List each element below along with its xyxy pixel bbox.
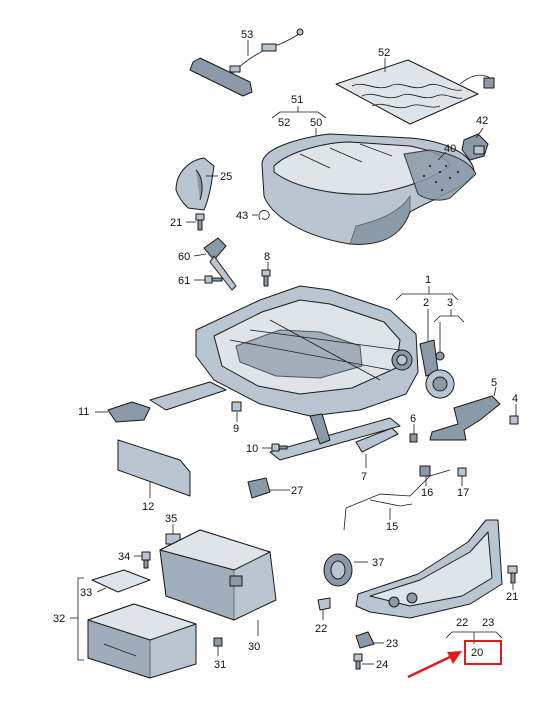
callout-60: 60 (178, 251, 190, 263)
callout-43: 43 (236, 210, 248, 222)
part-21-screw-right (507, 565, 518, 584)
callout-50: 50 (310, 117, 322, 129)
part-52-heating-mat (335, 59, 495, 125)
callout-16: 16 (421, 487, 433, 499)
part-42-connector (461, 133, 489, 161)
part-31-clip (213, 637, 223, 647)
callout-53: 53 (241, 29, 253, 41)
part-1-seat-frame (149, 285, 419, 461)
part-5-lever-bracket (429, 395, 501, 441)
callout-21-right: 21 (506, 591, 518, 603)
callout-11: 11 (78, 406, 89, 418)
part-40-foam-insert (403, 149, 477, 201)
callout-5: 5 (491, 377, 497, 389)
part-23-clip (355, 631, 375, 649)
callout-6: 6 (410, 413, 416, 425)
part-10-bolt (271, 443, 288, 452)
part-15-cable (343, 469, 451, 531)
part-8-bolt (261, 269, 271, 287)
callout-22-right: 22 (456, 617, 468, 629)
callout-23-right: 23 (482, 617, 494, 629)
callout-12: 12 (142, 501, 154, 513)
callout-3: 3 (447, 297, 453, 309)
part-25-side-trim (175, 157, 215, 211)
part-24-screw (353, 653, 363, 670)
part-4-screw (509, 415, 519, 425)
part-53-harness (189, 28, 304, 97)
callout-1: 1 (425, 274, 431, 286)
callout-23-left: 23 (386, 638, 398, 650)
callout-20: 20 (471, 647, 483, 659)
part-12-side-panel (117, 439, 191, 497)
part-60-buckle (203, 237, 237, 291)
part-17-screw (457, 467, 467, 477)
part-21-screw-left (195, 213, 205, 231)
callout-33: 33 (80, 587, 92, 599)
part-61-bolt (204, 275, 223, 284)
part-43-clip (258, 210, 270, 221)
callout-31: 31 (214, 659, 226, 671)
callout-24: 24 (376, 659, 388, 671)
highlight-box (464, 640, 502, 665)
part-16-connector (419, 465, 431, 477)
part-11-trim-cap (107, 401, 151, 423)
callout-25: 25 (220, 171, 232, 183)
callout-61: 61 (178, 275, 190, 287)
callout-30: 30 (248, 641, 260, 653)
callout-9: 9 (233, 423, 239, 435)
callout-15: 15 (386, 521, 398, 533)
part-32-drawer (87, 603, 197, 679)
callout-34: 34 (118, 551, 130, 563)
part-30-storage-housing (159, 529, 277, 621)
callout-21-left: 21 (170, 217, 182, 229)
part-34-screw (141, 551, 151, 569)
callout-51: 51 (291, 94, 303, 106)
part-3-knob (425, 351, 455, 399)
part-20-side-trim (355, 519, 503, 619)
callout-52-top: 52 (378, 47, 390, 59)
callout-27: 27 (291, 485, 303, 497)
part-37-motor (323, 553, 353, 587)
callout-2: 2 (423, 297, 429, 309)
highlight-arrow (407, 651, 462, 679)
callout-8: 8 (264, 251, 270, 263)
part-9-clip (231, 401, 242, 412)
callout-10: 10 (246, 443, 258, 455)
callout-40: 40 (444, 143, 456, 155)
callout-4: 4 (512, 393, 518, 405)
part-22-clip-left (317, 597, 331, 611)
callout-22-left: 22 (315, 623, 327, 635)
part-7-rail-cover (355, 427, 399, 453)
callout-7: 7 (361, 471, 367, 483)
callout-35: 35 (165, 513, 177, 525)
part-27-bracket (247, 477, 271, 499)
callout-42: 42 (476, 115, 488, 127)
part-33-liner (91, 569, 151, 593)
part-6-clip (409, 433, 418, 443)
callout-32: 32 (53, 613, 65, 625)
callout-52-mid: 52 (278, 117, 290, 129)
callout-37: 37 (372, 557, 384, 569)
callout-17: 17 (457, 487, 469, 499)
